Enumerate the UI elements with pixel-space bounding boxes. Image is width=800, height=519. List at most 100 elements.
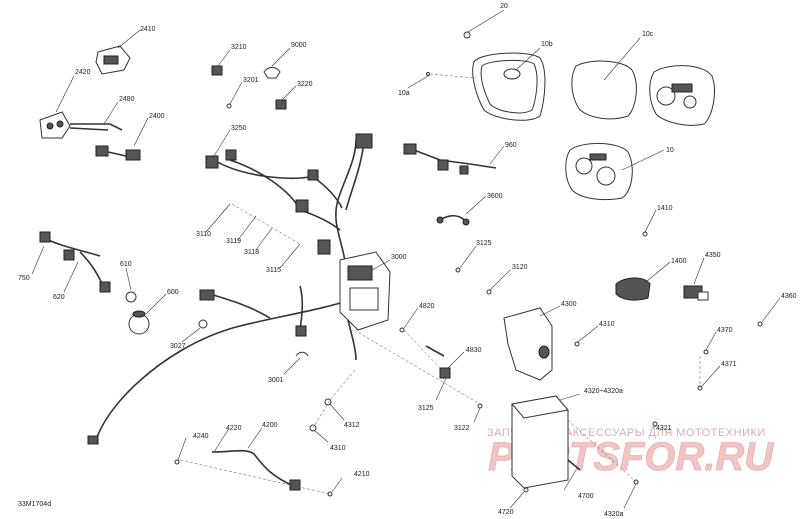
label-4830: 4830: [466, 347, 482, 354]
screw-4240: [174, 459, 180, 465]
label-3600: 3600: [487, 193, 503, 200]
label-4310: 4310: [599, 321, 615, 328]
screw-3201: [226, 103, 232, 109]
cable-4200: [211, 449, 295, 487]
switch-housing-2410: [95, 45, 131, 75]
label-4320-4320a: 4320÷4320a: [584, 388, 623, 395]
part-3220: [275, 99, 287, 110]
label-3220: 3220: [297, 81, 313, 88]
label-1410: 1410: [657, 205, 673, 212]
strap-4700: [567, 459, 581, 471]
label-4360: 4360: [781, 293, 797, 300]
switch-600: [128, 310, 150, 335]
label-3210: 3210: [231, 44, 247, 51]
switch-1400: [615, 277, 651, 301]
screw-3122: [477, 403, 483, 409]
label-3122: 3122: [454, 425, 470, 432]
gauge-lens-10c: [571, 60, 637, 120]
label-4720: 4720: [498, 509, 514, 516]
screw-4820: [399, 327, 405, 333]
nut-4312: [324, 398, 332, 406]
relay-4350: [683, 285, 709, 301]
fuse-relay-box: [339, 251, 391, 331]
label-620: 620: [53, 294, 65, 301]
screw-3125: [455, 267, 461, 273]
clip-9000: [263, 67, 281, 79]
gauge-cluster-rear: [649, 65, 715, 126]
screw-10a: [426, 72, 430, 76]
harness-750: [39, 231, 101, 261]
harness-620: [79, 251, 111, 293]
label-3119: 3119: [226, 238, 241, 245]
nut-610: [125, 291, 137, 303]
label-3125-lower: 3125: [418, 405, 434, 412]
gauge-bezel-10b: [472, 52, 546, 121]
label-4300: 4300: [561, 301, 577, 308]
label-10a: 10a: [398, 90, 410, 97]
cable-3600: [439, 214, 467, 223]
label-10c: 10c: [642, 31, 654, 38]
switch-assembly-2420: [39, 111, 71, 139]
screw-4370: [703, 349, 709, 355]
label-4370: 4370: [717, 327, 733, 334]
label-4220: 4220: [226, 425, 242, 432]
wiring-harness-3000: [87, 133, 373, 445]
part-labels: 20 10b 10c 10a 10 2410 2420 2480 2400 32…: [18, 3, 797, 518]
label-4320a: 4320a: [604, 511, 624, 518]
screw-4720: [523, 487, 529, 493]
label-4820: 4820: [419, 303, 435, 310]
label-2420: 2420: [75, 69, 91, 76]
screw-20: [463, 31, 471, 39]
label-4350: 4350: [705, 252, 721, 259]
gauge-cluster-10: [565, 142, 633, 201]
label-9000: 9000: [291, 42, 307, 49]
clip-3001: [295, 351, 309, 357]
label-10: 10: [666, 147, 674, 154]
grommet-3027: [198, 319, 208, 329]
label-3001: 3001: [268, 377, 284, 384]
screw-3120: [486, 289, 492, 295]
battery-4320: [511, 395, 569, 489]
label-960: 960: [505, 142, 517, 149]
screw-4310: [574, 341, 580, 347]
label-610: 610: [120, 261, 132, 268]
label-3118: 3118: [244, 249, 259, 256]
diagram-code: 33M1704d: [18, 501, 51, 508]
label-4700: 4700: [578, 493, 594, 500]
label-3110: 3110: [196, 231, 211, 238]
screw-4321: [652, 421, 658, 427]
label-1400: 1400: [671, 258, 687, 265]
label-4200: 4200: [262, 422, 278, 429]
leader-lines: [31, 9, 781, 509]
label-3115: 3115: [266, 267, 281, 274]
label-20: 20: [500, 3, 508, 10]
grip-tube-2480: [70, 123, 123, 131]
label-4321: 4321: [656, 425, 672, 432]
bracket-4300: [503, 307, 553, 381]
connector-2400: [95, 145, 141, 161]
label-750: 750: [18, 275, 30, 282]
label-2480: 2480: [119, 96, 135, 103]
label-2410: 2410: [140, 26, 156, 33]
screw-1410: [642, 231, 648, 237]
label-4240: 4240: [193, 433, 209, 440]
label-3250: 3250: [231, 125, 247, 132]
label-4310-lower: 4310: [330, 445, 346, 452]
screw-4210: [327, 491, 333, 497]
label-10b: 10b: [541, 41, 553, 48]
label-4312: 4312: [344, 422, 360, 429]
label-600: 600: [167, 289, 179, 296]
label-3201: 3201: [243, 77, 259, 84]
part-3210: [211, 65, 223, 76]
label-3120: 3120: [512, 264, 528, 271]
label-3027: 3027: [170, 343, 186, 350]
label-2400: 2400: [149, 113, 165, 120]
label-4371: 4371: [721, 361, 737, 368]
label-3125: 3125: [476, 240, 492, 247]
label-4210: 4210: [354, 471, 370, 478]
label-3000: 3000: [391, 254, 407, 261]
bracket-960: [403, 143, 497, 175]
screw-4360: [757, 321, 763, 327]
